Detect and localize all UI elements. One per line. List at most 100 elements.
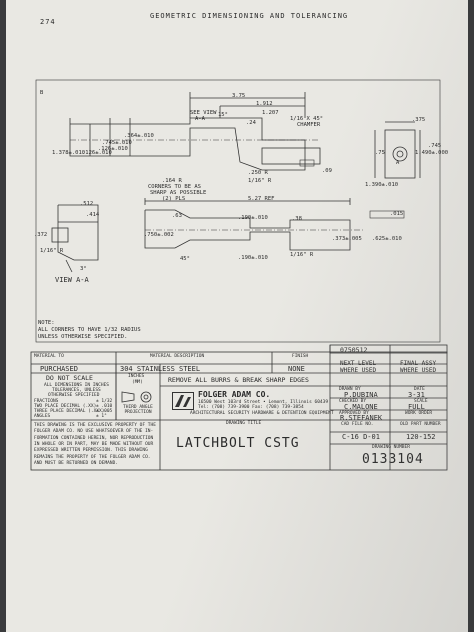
tolerance-label: THREE PLACE DECIMAL (.XXX)	[34, 409, 105, 414]
dimension-label: A-A	[195, 116, 205, 122]
dimension-label: 1.912	[256, 101, 273, 107]
dimension-label: .09	[322, 168, 332, 174]
mm-label: (MM)	[132, 380, 143, 385]
drawing-title: LATCHBOLT CSTG	[176, 436, 300, 451]
drawing-number: 0133104	[362, 452, 424, 467]
dimension-label: .190±.010	[238, 255, 268, 261]
drawing-number-label: DRAWING NUMBER	[372, 445, 410, 450]
tolerance-value: ± 1°	[96, 414, 107, 419]
note-line: ALL CORNERS TO HAVE 1/32 RADIUS	[38, 327, 141, 333]
dimension-label: .015	[390, 211, 404, 217]
dimension-label: SHARP AS POSSIBLE	[150, 190, 207, 196]
dimension-label: 1.390±.010	[365, 182, 399, 188]
tolerance-label: ANGLES	[34, 414, 51, 419]
dimension-label: .126±.010	[98, 146, 128, 152]
dimension-label: .164 R	[162, 178, 182, 184]
do-not-scale: DO NOT SCALE	[46, 374, 93, 382]
dimension-label: 15°	[218, 112, 228, 118]
material-label: MATERIAL TO	[34, 354, 64, 359]
company-name: FOLGER ADAM CO.	[198, 390, 271, 399]
approved-by-value: R.STEFANEK	[340, 414, 383, 422]
dimension-label: .190±.010	[238, 215, 268, 221]
proprietary-line: IN WHOLE OR IN PART, MAY BE MADE WITHOUT…	[34, 441, 154, 447]
proprietary-line: THIS DRAWING IS THE EXCLUSIVE PROPERTY O…	[34, 423, 156, 428]
dimension-label: 1/16 X 45°	[290, 116, 324, 122]
doc-number: 0750512	[340, 346, 368, 354]
dimension-label: .372	[34, 232, 48, 238]
work-order-label: WORK ORDER	[405, 411, 433, 416]
company-address: 16500 West 103rd Street • Lemont, Illino…	[198, 400, 329, 405]
dims-note-line: OTHERWISE SPECIFIED	[48, 393, 100, 398]
note-line: UNLESS OTHERWISE SPECIFIED.	[38, 334, 128, 340]
page-number: 274	[40, 18, 56, 26]
proprietary-line: FOLGER ADAM CO. NO USE WHATSOEVER OF THE…	[34, 429, 154, 435]
dimension-label: 45°	[180, 256, 190, 262]
note-line: NOTE:	[38, 320, 55, 326]
folger-adam-logo-icon	[172, 392, 194, 410]
page-header: GEOMETRIC DIMENSIONING AND TOLERANCING	[150, 12, 349, 20]
drawing-note: NOTE: ALL CORNERS TO HAVE 1/32 RADIUS UN…	[38, 320, 141, 341]
drawn-by-value: P.DUBINA	[344, 391, 378, 399]
final-assy-sub: WHERE USED	[400, 367, 437, 374]
projection-label: THIRD ANGLE PROJECTION	[123, 405, 153, 415]
tolerance-value: ± 1/32	[96, 399, 113, 404]
dimension-label: 1.490±.000	[415, 150, 449, 156]
tolerance-value: ± .005	[96, 409, 113, 414]
dimension-label: 1.207	[262, 110, 279, 116]
dimension-label: 1.378±.010	[52, 150, 86, 156]
approved-by-label: APPROVED BY	[339, 411, 369, 416]
scale-value: FULL	[408, 403, 425, 411]
dimension-label: B	[40, 90, 44, 96]
dims-note-line: ALL DIMENSIONS IN INCHES	[44, 383, 110, 388]
checked-by-value: C.MALONE	[344, 403, 378, 411]
final-assy-label: FINAL ASSY	[400, 360, 437, 367]
company-telephone: Tel: (708) 739-3900 Fax: (708) 739-3854	[198, 405, 304, 410]
proprietary-line: AND MUST BE RETURNED ON DEMAND.	[34, 460, 118, 466]
dimension-label: .250 R	[248, 170, 268, 176]
dimension-label: 1/16" R	[290, 252, 314, 258]
dimension-label: CORNERS TO BE AS	[148, 184, 201, 190]
old-part-value: 120-152	[406, 433, 436, 441]
dimension-label: A	[396, 160, 400, 166]
next-level-label: NEXT LEVEL	[340, 360, 377, 367]
dimension-label: .750±.002	[144, 232, 174, 238]
dimension-label: .625±.010	[372, 236, 402, 242]
third-angle-projection-icon	[121, 391, 152, 403]
proprietary-line: EXPRESSED WRITTEN PERMISSION. THIS DRAWI…	[34, 448, 148, 454]
dimension-label: .38	[292, 216, 302, 222]
dimension-label: 5.27 REF	[248, 196, 275, 202]
inches-label: INCHES	[128, 374, 145, 379]
material-value: PURCHASED	[40, 365, 78, 373]
tolerance-label: TWO PLACE DECIMAL (.XX)	[34, 404, 97, 409]
drawing-title-label: DRAWING TITLE	[226, 421, 262, 426]
remove-burrs-note: REMOVE ALL BURRS & BREAK SHARP EDGES	[168, 376, 309, 384]
dimension-label: (2) PLS	[162, 196, 186, 202]
old-part-label: OLD PART NUMBER	[400, 422, 441, 427]
scale-label: SCALE	[414, 399, 428, 404]
dimension-label: .24	[246, 120, 256, 126]
dimension-label: 3.75	[232, 93, 246, 99]
dimension-label: .364±.010	[124, 133, 154, 139]
cad-file-label: CAD FILE NO.	[341, 422, 374, 427]
tolerance-value: ± .010	[96, 404, 113, 409]
checked-by-label: CHECKED BY	[339, 399, 367, 404]
dimension-label: 3°	[80, 266, 87, 272]
company-tagline: ARCHITECTURAL SECURITY HARDWARE & DETENT…	[190, 411, 334, 416]
dimension-label: 1/16" R	[40, 248, 64, 254]
finish-value: NONE	[288, 365, 305, 373]
proprietary-line: REMAINS THE PROPERTY OF THE FOLGER ADAM …	[34, 454, 151, 460]
date-value: 3-31	[408, 391, 425, 399]
desc-label: MATERIAL DESCRIPTION	[150, 354, 205, 359]
dimension-label: .414	[86, 212, 100, 218]
desc-value: 304 STAINLESS STEEL	[120, 365, 201, 373]
dimension-label: .745±.010	[102, 140, 132, 146]
dimension-label: .126±.010	[82, 150, 112, 156]
cad-file-value: C-16 D-01	[342, 433, 380, 441]
dimension-label: SEE VIEW	[190, 110, 217, 116]
finish-label: FINISH	[292, 354, 309, 359]
dimension-label: .375	[412, 117, 426, 123]
date-label: DATE	[414, 387, 425, 392]
view-label: VIEW A-A	[55, 276, 89, 284]
dimension-label: .745	[428, 143, 442, 149]
